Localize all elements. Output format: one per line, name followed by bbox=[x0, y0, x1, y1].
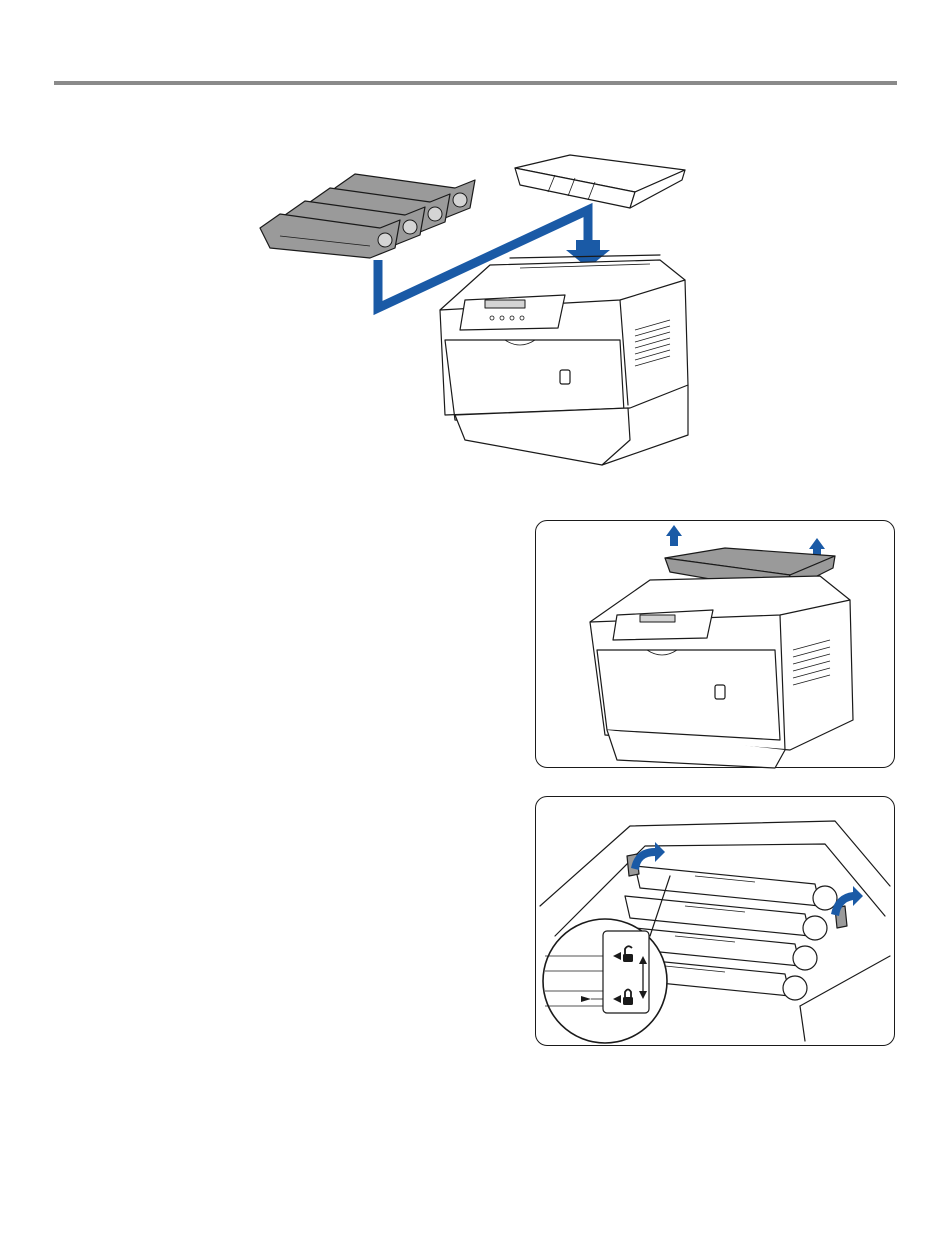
top-cover bbox=[515, 155, 685, 208]
toner-cartridges bbox=[260, 174, 475, 258]
printer bbox=[440, 255, 688, 465]
header-rule bbox=[54, 81, 897, 85]
lift-cover-panel bbox=[535, 520, 895, 768]
up-arrow-icon bbox=[666, 525, 682, 546]
overview-illustration bbox=[240, 140, 710, 485]
printer bbox=[590, 576, 853, 768]
lock-levers-panel bbox=[535, 796, 895, 1046]
